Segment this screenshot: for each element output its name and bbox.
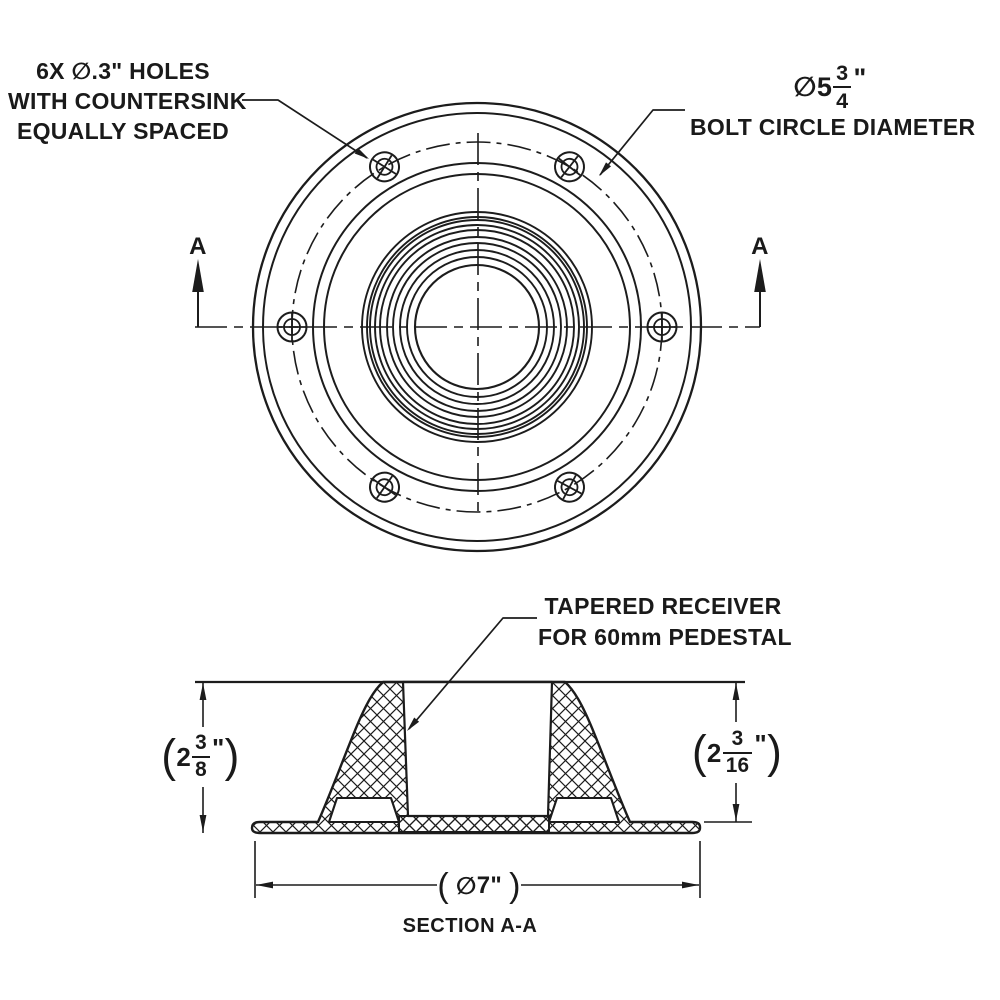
tapered-receiver-note: TAPERED RECEIVER FOR 60mm PEDESTAL	[538, 591, 792, 653]
tapered-receiver-note-line1: TAPERED RECEIVER	[544, 593, 782, 619]
mounting-hole-top-right	[554, 151, 585, 183]
countersink-note-line1: 6X ∅.3" HOLES	[36, 58, 210, 84]
inch-mark: "	[754, 728, 768, 759]
tapered-receiver-leader-line	[407, 617, 537, 731]
paren-open: (	[437, 867, 449, 905]
paren-close: )	[509, 867, 521, 905]
mounting-hole-bottom-left	[369, 471, 400, 503]
inch-mark: "	[212, 732, 225, 763]
countersink-note-line2: WITH COUNTERSINK	[8, 88, 247, 114]
mounting-hole-top-left	[369, 151, 400, 183]
countersink-note: 6X ∅.3" HOLES WITH COUNTERSINK EQUALLY S…	[8, 56, 247, 146]
countersink-leader-line	[242, 99, 369, 159]
section-cut-arrow-left	[192, 259, 204, 327]
paren-close: )	[224, 730, 240, 783]
dimension-height-left	[199, 682, 207, 833]
section-cut-arrow-right	[754, 259, 766, 327]
countersink-note-line3: EQUALLY SPACED	[16, 118, 230, 144]
section-view	[195, 617, 752, 898]
mounting-hole-bottom-right	[554, 471, 585, 503]
inch-mark: "	[853, 62, 867, 93]
dimension-text-base-diameter: ( ∅7" )	[437, 867, 521, 905]
dimension-height-right	[732, 682, 740, 822]
bolt-circle-label: BOLT CIRCLE DIAMETER	[690, 114, 976, 140]
diameter-symbol: ∅	[455, 872, 477, 900]
section-receiver-bore	[401, 680, 554, 818]
section-marker-a-left: A	[189, 233, 207, 260]
mounting-hole-right	[646, 311, 678, 343]
diameter-symbol: ∅	[793, 71, 817, 102]
section-marker-a-right: A	[751, 233, 769, 260]
paren-open: (	[161, 730, 177, 783]
bolt-circle-leader-line	[599, 109, 685, 176]
inch-mark: "	[490, 872, 503, 899]
paren-close: )	[767, 726, 783, 779]
section-bore-bottom-strip	[398, 815, 550, 833]
dimension-base-diameter	[254, 841, 701, 898]
tapered-receiver-note-line2: FOR 60mm PEDESTAL	[538, 624, 792, 650]
section-caption: SECTION A-A	[402, 915, 538, 937]
mounting-hole-left	[276, 311, 308, 343]
section-right-rib	[547, 796, 621, 824]
top-view	[192, 99, 766, 553]
paren-open: (	[691, 726, 707, 779]
section-left-rib	[327, 796, 401, 824]
